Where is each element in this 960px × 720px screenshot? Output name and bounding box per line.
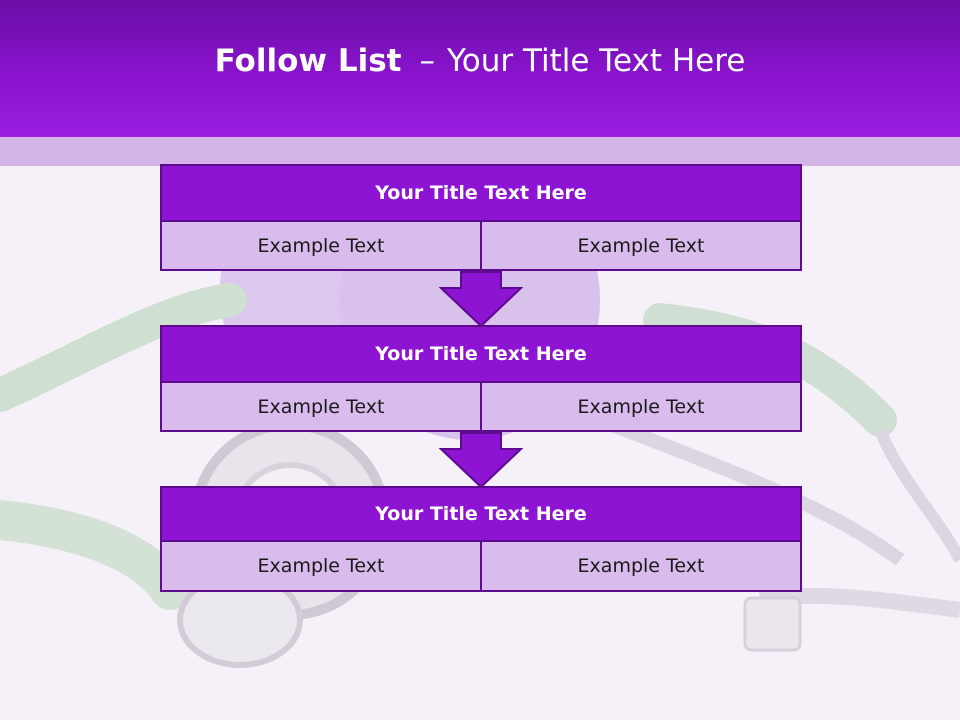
header-bar: Follow List–Your Title Text Here	[0, 0, 960, 137]
header-accent-band	[0, 137, 960, 166]
list-block-title: Your Title Text Here	[160, 325, 802, 383]
list-block-2: Your Title Text Here Example Text Exampl…	[160, 325, 802, 432]
list-block-1: Your Title Text Here Example Text Exampl…	[160, 164, 802, 271]
list-block-title: Your Title Text Here	[160, 164, 802, 222]
list-block-title: Your Title Text Here	[160, 486, 802, 542]
page-title-bold: Follow List	[214, 43, 402, 79]
list-block-cell-left: Example Text	[160, 542, 482, 592]
page-title-rest: Your Title Text Here	[446, 43, 746, 79]
list-block-cell-right: Example Text	[482, 383, 802, 432]
list-block-cell-left: Example Text	[160, 383, 482, 432]
list-block-3: Your Title Text Here Example Text Exampl…	[160, 486, 802, 592]
page-title: Follow List–Your Title Text Here	[215, 46, 746, 77]
list-block-row: Example Text Example Text	[160, 383, 802, 432]
list-block-cell-right: Example Text	[482, 222, 802, 271]
list-block-row: Example Text Example Text	[160, 542, 802, 592]
list-block-cell-right: Example Text	[482, 542, 802, 592]
down-arrow-icon	[439, 271, 523, 327]
list-block-cell-left: Example Text	[160, 222, 482, 271]
page-title-dash: –	[419, 43, 435, 79]
down-arrow-icon	[439, 432, 523, 488]
list-block-row: Example Text Example Text	[160, 222, 802, 271]
